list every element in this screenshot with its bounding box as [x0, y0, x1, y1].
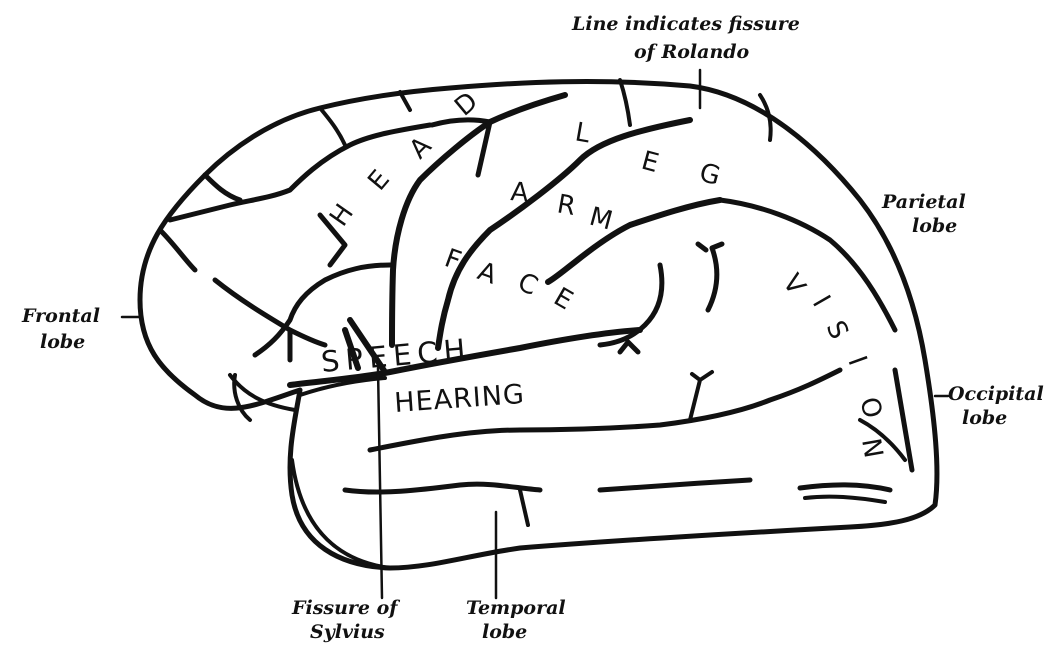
interparietal-sulcus [720, 200, 895, 330]
label-head-letter-4: D [449, 85, 485, 122]
label-speech: SPEECH [320, 332, 473, 379]
inferior-temporal-branch [520, 490, 885, 525]
callout-occipital-line2: lobe [962, 407, 1007, 429]
label-leg-letter-2: E [638, 146, 664, 180]
callout-rolando-line2: of Rolando [634, 41, 750, 63]
label-vision-letter-4: I [841, 352, 872, 371]
label-face-letter-3: C [513, 267, 544, 303]
inferior-temporal-sulcus [345, 480, 890, 492]
label-hearing: HEARING [393, 379, 526, 419]
callout-parietal-line2: lobe [912, 215, 957, 237]
label-arm-letter-2: R [555, 189, 580, 222]
label-vision-letter-1: V [776, 269, 812, 302]
label-leg-letter-1: L [573, 117, 594, 149]
callout-parietal-line1: Parietal [881, 191, 966, 213]
superior-frontal-fold [160, 175, 240, 270]
label-head-letter-2: E [362, 163, 397, 196]
label-vision-letter-2: I [806, 291, 837, 314]
callout-rolando-line1: Line indicates fissure [571, 13, 800, 35]
callout-frontal-line1: Frontal [21, 305, 100, 327]
callout-temporal-line2: lobe [482, 621, 527, 643]
sylvius-leader [378, 368, 382, 598]
label-face-letter-4: E [549, 282, 580, 317]
parietal-sulcus-1 [600, 265, 662, 352]
label-vision-letter-3: S [820, 316, 855, 345]
label-leg-letter-3: G [696, 158, 725, 193]
frontal-branches [215, 215, 345, 360]
callout-sylvius-line1: Fissure of [291, 597, 400, 619]
callout-frontal-line2: lobe [40, 331, 85, 353]
label-head-letter-3: A [404, 130, 439, 165]
parietal-sulcus-2 [698, 244, 722, 310]
callout-occipital-line1: Occipital [948, 383, 1044, 405]
label-face-letter-2: A [474, 256, 503, 291]
callout-sylvius-line2: Sylvius [310, 621, 385, 643]
temporal-lobe-outline [292, 378, 390, 568]
callout-temporal-line1: Temporal [466, 597, 566, 619]
temporal-branch [690, 372, 712, 420]
label-vision-letter-5: O [853, 394, 888, 423]
label-vision-letter-6: N [855, 436, 888, 462]
label-arm-letter-1: A [509, 177, 531, 209]
